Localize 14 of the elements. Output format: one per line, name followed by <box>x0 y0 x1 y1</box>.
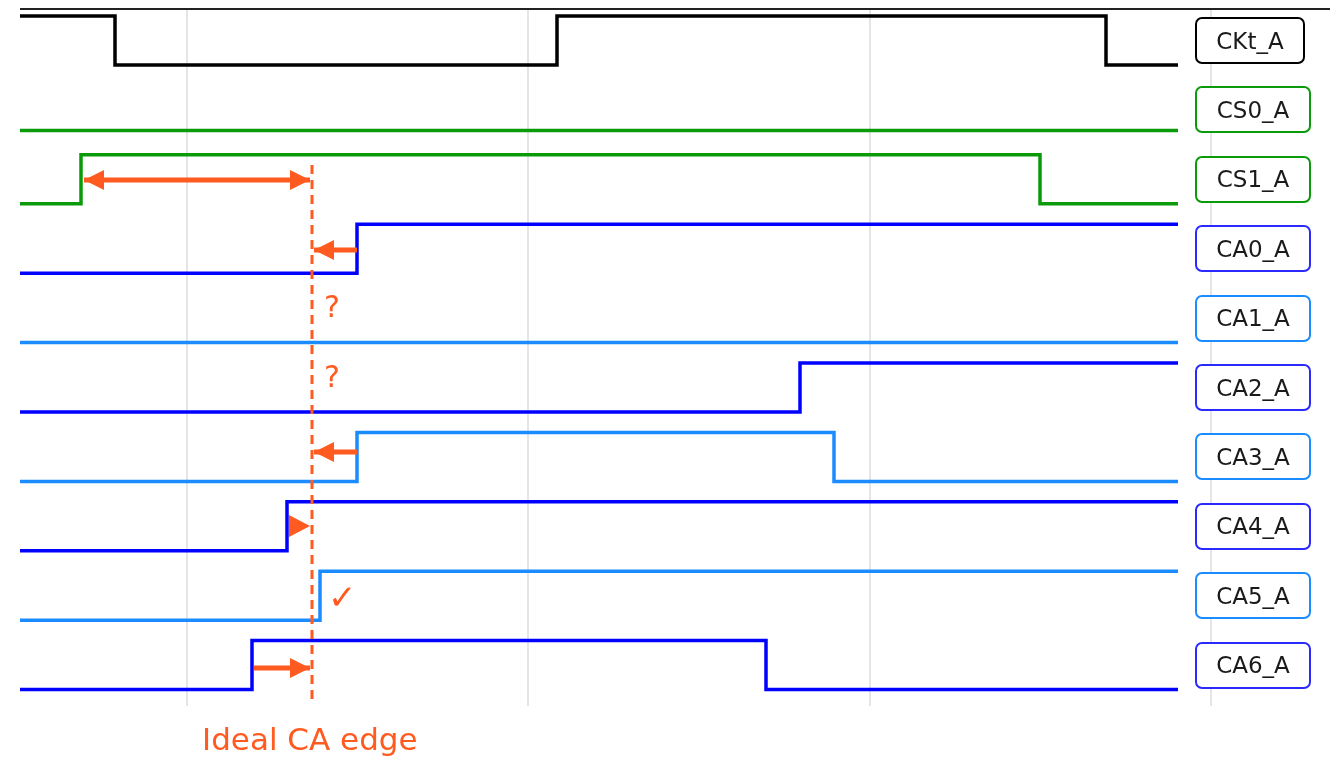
signal-name-label: CA1_A <box>1195 294 1311 342</box>
signal-name-label: CA3_A <box>1195 433 1311 481</box>
signal-name-label: CA0_A <box>1195 225 1311 273</box>
signal-name-label: CA6_A <box>1195 641 1311 689</box>
check-mark: ✓ <box>328 580 357 614</box>
axis-annotation: Ideal CA edge <box>202 724 418 755</box>
signal-name-label: CA2_A <box>1195 364 1311 411</box>
signal-name-label: CS0_A <box>1195 86 1311 134</box>
signal-name-label: CS1_A <box>1195 155 1311 203</box>
question-mark: ? <box>324 362 340 392</box>
question-mark: ? <box>324 292 340 322</box>
signal-name-label: CA4_A <box>1195 502 1311 550</box>
signal-name-label: CKt_A <box>1195 17 1305 64</box>
signal-name-label: CA5_A <box>1195 572 1311 620</box>
